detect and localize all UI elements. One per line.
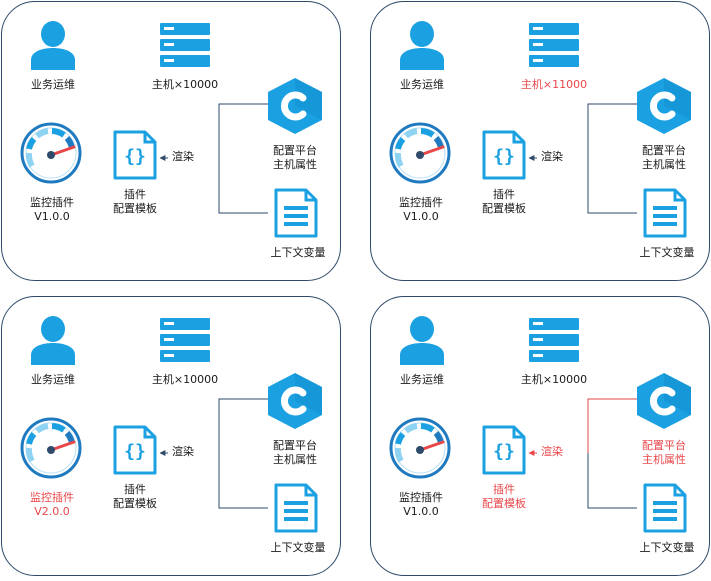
platform-label-2: 主机属性 [273,158,317,171]
context-variables-label: 上下文变量 [270,246,326,259]
template-label-1: 插件 [124,188,146,201]
template-label-1: 插件 [124,483,146,496]
user-icon [31,21,75,70]
server-icon [529,318,579,362]
gauge-icon [20,417,82,479]
context-connector [587,158,637,214]
context-connector [218,453,268,509]
host-count-label: 主机×11000 [520,78,588,91]
template-label-2: 配置模板 [113,497,157,510]
server-icon [529,23,579,67]
document-icon [274,483,318,533]
platform-label-1: 配置平台 [642,144,686,157]
scenario-panel-4: 业务运维 主机×10000 监控插件 V1.0.0 [370,296,710,576]
plugin-label: 监控插件 [30,196,74,209]
platform-connector [218,398,268,453]
c-hexagon-icon [637,373,691,429]
template-label-1: 插件 [493,483,515,496]
code-braces-file-icon: {} [482,425,526,475]
context-variables-label: 上下文变量 [639,541,695,554]
plugin-version: V1.0.0 [403,210,439,223]
scenario-panel-2: 业务运维 主机×11000 监控插件 V1.0.0 [370,1,710,281]
ops-label: 业务运维 [400,78,444,91]
render-label: 渲染 [537,150,567,164]
host-count-label: 主机×10000 [151,78,219,91]
svg-text:{}: {} [493,441,515,462]
c-hexagon-icon [268,78,322,134]
template-label-2: 配置模板 [482,497,526,510]
plugin-label: 监控插件 [30,491,74,504]
document-icon [643,483,687,533]
user-icon [400,316,444,365]
platform-connector [218,103,268,158]
render-label: 渲染 [168,445,198,459]
context-connector [218,158,268,214]
render-label: 渲染 [168,150,198,164]
svg-text:{}: {} [493,146,515,167]
template-label-2: 配置模板 [482,202,526,215]
platform-label-2: 主机属性 [273,453,317,466]
svg-text:{}: {} [124,146,146,167]
platform-label-2: 主机属性 [642,453,686,466]
plugin-version: V1.0.0 [403,505,439,518]
gauge-icon [20,122,82,184]
c-hexagon-icon [268,373,322,429]
svg-text:{}: {} [124,441,146,462]
host-count-label: 主机×10000 [520,373,588,386]
render-label: 渲染 [537,445,567,459]
document-icon [643,188,687,238]
code-braces-file-icon: {} [482,130,526,180]
template-label-2: 配置模板 [113,202,157,215]
template-label-1: 插件 [493,188,515,201]
plugin-label: 监控插件 [399,196,443,209]
server-icon [160,318,210,362]
ops-label: 业务运维 [31,373,75,386]
scenario-panel-3: 业务运维 主机×10000 监控插件 V2.0.0 [1,296,341,576]
platform-label-1: 配置平台 [273,144,317,157]
ops-label: 业务运维 [400,373,444,386]
user-icon [31,316,75,365]
platform-label-2: 主机属性 [642,158,686,171]
gauge-icon [389,417,451,479]
ops-label: 业务运维 [31,78,75,91]
scenario-panel-1: 业务运维 主机×10000 监控插件 V1.0.0 [1,1,341,281]
platform-label-1: 配置平台 [642,439,686,452]
code-braces-file-icon: {} [113,425,157,475]
context-connector [587,453,637,509]
host-count-label: 主机×10000 [151,373,219,386]
platform-connector [587,398,637,453]
server-icon [160,23,210,67]
plugin-label: 监控插件 [399,491,443,504]
user-icon [400,21,444,70]
c-hexagon-icon [637,78,691,134]
document-icon [274,188,318,238]
code-braces-file-icon: {} [113,130,157,180]
plugin-version: V2.0.0 [34,505,70,518]
platform-label-1: 配置平台 [273,439,317,452]
plugin-version: V1.0.0 [34,210,70,223]
gauge-icon [389,122,451,184]
context-variables-label: 上下文变量 [639,246,695,259]
platform-connector [587,103,637,158]
context-variables-label: 上下文变量 [270,541,326,554]
